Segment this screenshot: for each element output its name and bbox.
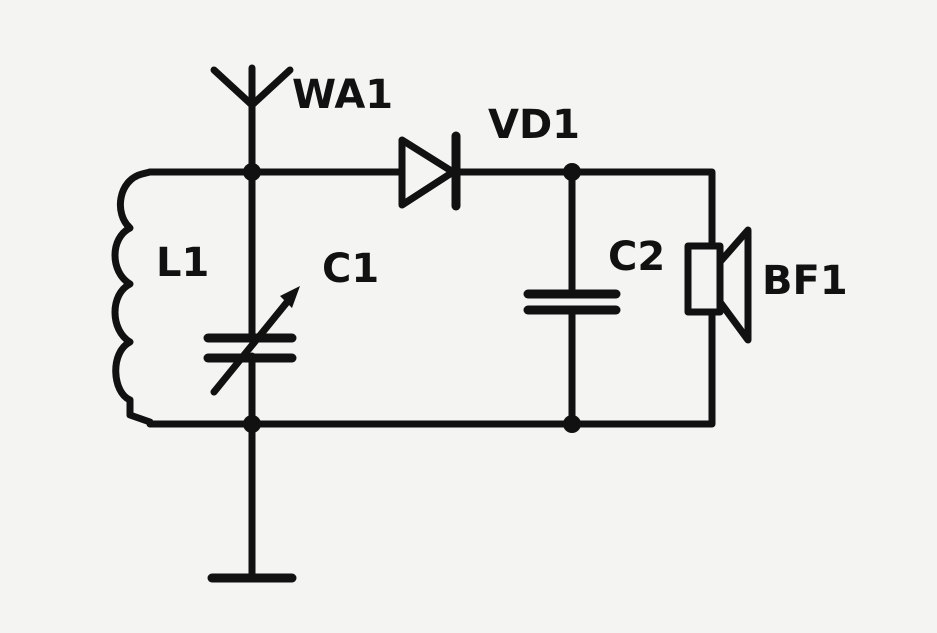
antenna-icon (210, 64, 294, 176)
capacitor-label: C2 (608, 234, 665, 280)
top-wire (146, 168, 716, 250)
junction-nodes (243, 163, 581, 433)
inductor-label: L1 (156, 240, 209, 286)
var-capacitor-label: C1 (322, 246, 379, 292)
bottom-wire (146, 308, 716, 428)
speaker-label: BF1 (762, 258, 848, 304)
variable-capacitor-icon (203, 286, 300, 396)
speaker-icon (684, 226, 752, 344)
diode-label: VD1 (488, 102, 580, 148)
capacitor-icon (523, 168, 621, 428)
diode-icon (398, 131, 461, 211)
antenna-label: WA1 (292, 72, 393, 118)
inductor-icon (111, 168, 154, 426)
ground-icon (207, 420, 297, 583)
